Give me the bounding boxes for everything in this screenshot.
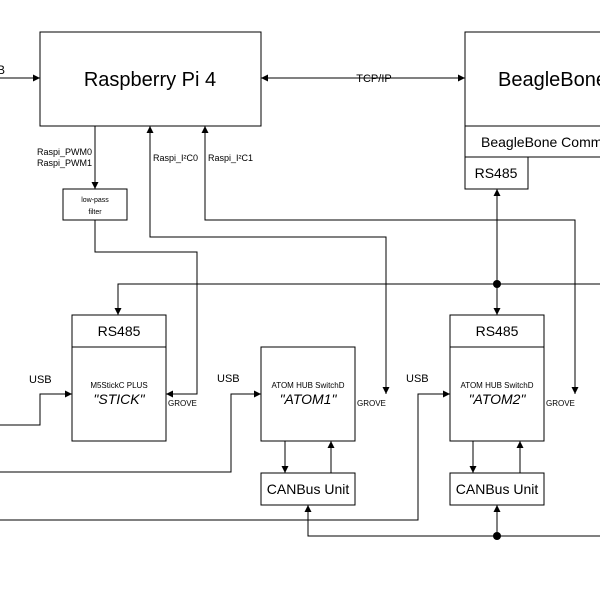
stick-rs485-box	[71, 314, 167, 348]
canbus1-label: CANBus Unit	[267, 481, 350, 497]
i2c0-label: Raspi_I²C0	[153, 153, 198, 163]
atom1-usb-label: USB	[217, 373, 240, 385]
pwm1-label: Raspi_PWM1	[37, 158, 92, 168]
stick-usb-label: USB	[29, 374, 52, 386]
atom2-rs485-label: RS485	[476, 323, 519, 339]
atom1-model-label: ATOM HUB SwitchD	[271, 381, 344, 390]
junction-rs485	[493, 280, 501, 288]
lowpass-filter-box	[62, 188, 128, 221]
stick-grove-label: GROVE	[168, 399, 197, 408]
raspi-box	[39, 31, 262, 127]
wire-canbus	[304, 505, 600, 537]
left-edge-label: B	[0, 63, 5, 77]
atom2-box	[449, 346, 545, 442]
beaglebone-comm-box	[464, 125, 600, 158]
wire-usb-stick	[0, 390, 72, 426]
atom1-box	[260, 346, 356, 442]
stick-name-label: "STICK"	[93, 391, 145, 407]
atom2-usb-label: USB	[406, 373, 429, 385]
stick-box	[71, 346, 167, 442]
canbus2-label: CANBus Unit	[456, 481, 539, 497]
bb-rs485-box	[464, 156, 529, 190]
atom2-grove-label: GROVE	[546, 399, 575, 408]
atom1-grove-label: GROVE	[357, 399, 386, 408]
wire-rs485-to-stick	[114, 283, 600, 315]
canbus1-box	[260, 472, 356, 506]
raspi-title: Raspberry Pi 4	[84, 69, 216, 91]
bb-rs485-label: RS485	[475, 165, 518, 181]
lowpass-line2: filter	[88, 209, 102, 216]
stick-model-label: M5StickC PLUS	[90, 381, 147, 390]
atom1-name-label: "ATOM1"	[280, 391, 338, 407]
tcpip-label: TCP/IP	[356, 73, 391, 85]
stick-rs485-label: RS485	[98, 323, 141, 339]
wire-i2c1	[201, 126, 579, 394]
beaglebone-comm-label: BeagleBone Comm	[481, 134, 600, 150]
pwm0-label: Raspi_PWM0	[37, 147, 92, 157]
lowpass-line1: low-pass	[81, 197, 109, 204]
wire-usb-atom1	[0, 390, 261, 473]
beaglebone-box	[464, 31, 600, 127]
junction-canbus	[493, 532, 501, 540]
atom2-model-label: ATOM HUB SwitchD	[460, 381, 533, 390]
wire-usb-atom2	[0, 390, 450, 521]
atom2-name-label: "ATOM2"	[469, 391, 527, 407]
beaglebone-title: BeagleBone	[498, 69, 600, 91]
i2c1-label: Raspi_I²C1	[208, 153, 253, 163]
canbus2-box	[449, 472, 545, 506]
